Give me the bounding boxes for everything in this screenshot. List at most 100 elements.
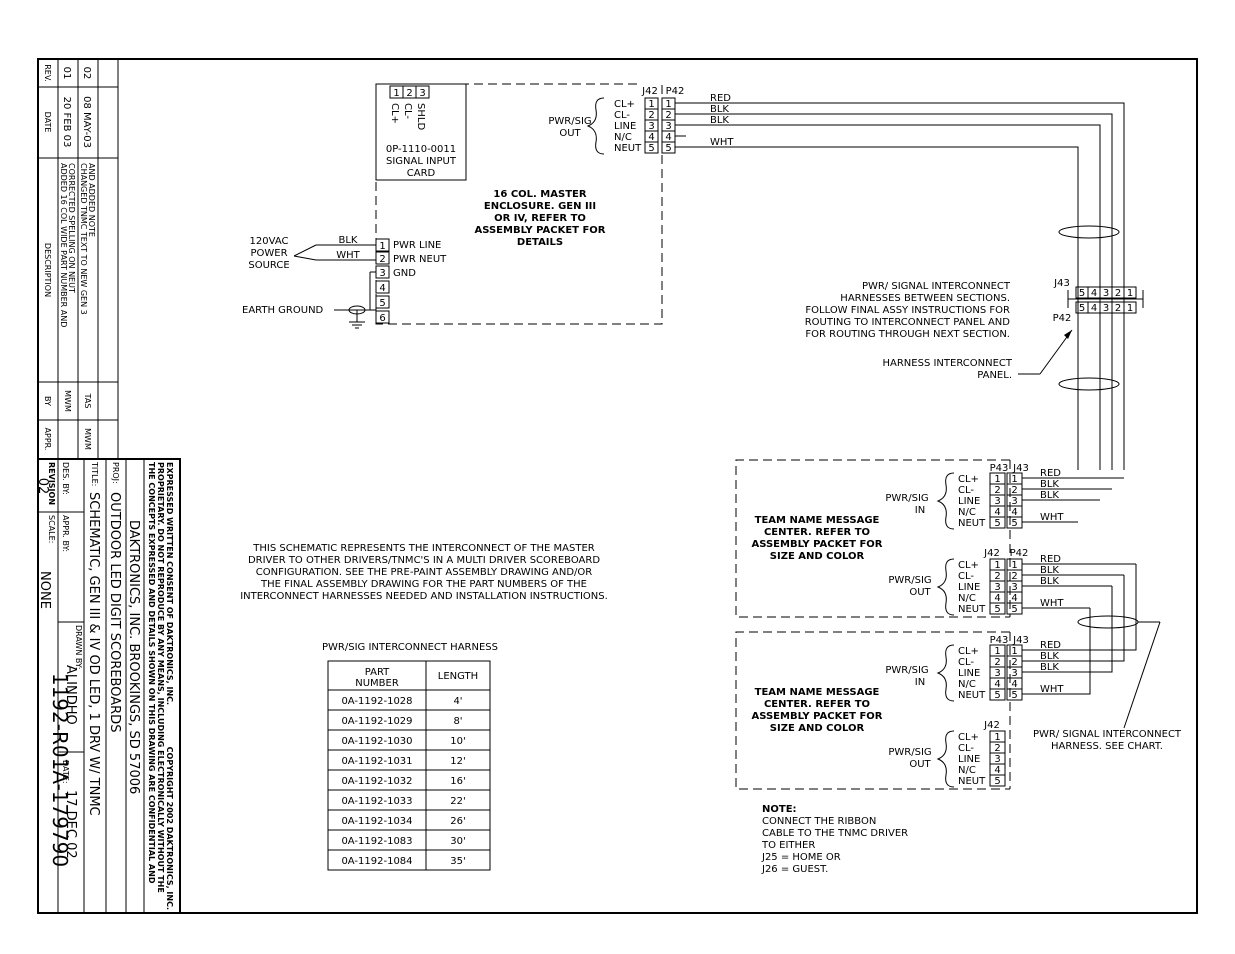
tnmc-in-wire-color-label: BLK bbox=[1040, 651, 1059, 662]
card-pin-2: 2 bbox=[406, 88, 412, 99]
master-j42-pin: 2 bbox=[648, 110, 654, 121]
power-terminal-strip: 1 2 3 4 5 6 PWR LINE PWR NEUT GND bbox=[375, 238, 447, 324]
master-signal-label: NEUT bbox=[614, 143, 642, 154]
enclosure-label-4: ASSEMBLY PACKET FOR bbox=[474, 225, 605, 236]
tnmc-out-signal-label: CL- bbox=[958, 571, 974, 582]
master-p42-pin: 3 bbox=[665, 121, 671, 132]
tnmc-p43-pin: 2 bbox=[994, 657, 1000, 668]
tnmc-j43-pin: 1 bbox=[1011, 474, 1017, 485]
power-wire-blk-label: BLK bbox=[339, 235, 358, 246]
harness-length: 16' bbox=[450, 776, 465, 787]
tnmc-pwr-sig-in-label: IN bbox=[915, 677, 925, 688]
power-source-label-1: 120VAC bbox=[250, 236, 289, 247]
description-line-5: INTERCONNECT HARNESSES NEEDED AND INSTAL… bbox=[240, 591, 608, 602]
panel-j43-pin: 5 bbox=[1079, 288, 1085, 299]
panel-j43-pin: 2 bbox=[1115, 288, 1121, 299]
tnmc-in-signal-label: LINE bbox=[958, 496, 980, 507]
tnmc-in-wire-color-label: BLK bbox=[1040, 662, 1059, 673]
tnmc-p43-label: P43 bbox=[990, 635, 1009, 646]
terminal-label-pwr-neut: PWR NEUT bbox=[393, 254, 447, 265]
company-name: DAKTRONICS, INC. BROOKINGS, SD 57006 bbox=[126, 520, 141, 794]
tnmc-j42-pin: 4 bbox=[994, 593, 1000, 604]
panel-label-1: HARNESS INTERCONNECT bbox=[882, 358, 1012, 369]
tnmc-out-wire-color-label: WHT bbox=[1040, 598, 1064, 609]
tnmc-j42-pin-box bbox=[989, 602, 1006, 615]
master-wire-color-label: RED bbox=[710, 93, 731, 104]
master-pwr-sig-out-label-2: OUT bbox=[559, 128, 581, 139]
tnmc-j42-pin: 1 bbox=[994, 732, 1000, 743]
harness-length: 8' bbox=[453, 716, 462, 727]
tnmc-p43-pin-box bbox=[989, 688, 1006, 701]
harness-part-number: 0A-1192-1083 bbox=[341, 836, 412, 847]
harness-part-number: 0A-1192-1034 bbox=[341, 816, 412, 827]
tnmc-j43-label: J43 bbox=[1012, 463, 1029, 474]
tnmc-j43-label: J43 bbox=[1012, 635, 1029, 646]
tnmc-label-line: ASSEMBLY PACKET FOR bbox=[751, 539, 882, 550]
harness-bundle-upper-icon bbox=[1058, 225, 1120, 239]
tnmc-out-signal-label: NEUT bbox=[958, 776, 986, 787]
terminal-pin-6: 6 bbox=[379, 313, 385, 324]
harness-length: 35' bbox=[450, 856, 465, 867]
title-block: THE CONCEPTS EXPRESSED AND DETAILS SHOWN… bbox=[35, 458, 181, 914]
tnmc-p43-pin: 5 bbox=[994, 690, 1000, 701]
rev-02-description-2: AND ADDED NOTE bbox=[87, 163, 96, 237]
tnmc-j43-pin: 3 bbox=[1011, 496, 1017, 507]
length-header: LENGTH bbox=[438, 671, 478, 682]
master-wire-color-label: BLK bbox=[710, 115, 729, 126]
rev-02-date: 08 MAY-03 bbox=[81, 96, 92, 148]
part-number-header-2: NUMBER bbox=[355, 678, 399, 689]
harness-part-number: 0A-1192-1028 bbox=[341, 696, 412, 707]
tnmc-p42-pin: 3 bbox=[1011, 582, 1017, 593]
harness-part-number: 0A-1192-1032 bbox=[341, 776, 412, 787]
master-p42-pin: 5 bbox=[665, 143, 671, 154]
panel-p42-pin: 2 bbox=[1115, 303, 1121, 314]
terminal-pin-3: 3 bbox=[379, 268, 385, 279]
tnmc-in-signal-label: LINE bbox=[958, 668, 980, 679]
chart-note-line-2: HARNESS. SEE CHART. bbox=[1051, 741, 1163, 752]
note-line-4: J25 = HOME OR bbox=[761, 852, 841, 863]
power-source-label-2: POWER bbox=[250, 248, 287, 259]
drawn-by-value: ALINDHO bbox=[63, 665, 78, 725]
harness-length: 22' bbox=[450, 796, 465, 807]
terminal-pin-4: 4 bbox=[379, 283, 385, 294]
tnmc-p43-pin: 4 bbox=[994, 679, 1000, 690]
master-j42-pin: 1 bbox=[648, 99, 654, 110]
card-pin-3: 3 bbox=[419, 88, 425, 99]
tnmc-j42-pin: 3 bbox=[994, 582, 1000, 593]
harness-length: 30' bbox=[450, 836, 465, 847]
interconnect-wire bbox=[675, 146, 1079, 470]
master-j42-pin: 5 bbox=[648, 143, 654, 154]
revision-label: REVISION bbox=[47, 462, 56, 505]
date-header: DATE bbox=[43, 112, 52, 133]
panel-p42-pin: 4 bbox=[1091, 303, 1097, 314]
tnmc-p42-pin: 5 bbox=[1011, 604, 1017, 615]
rev-02-number: 02 bbox=[81, 67, 92, 80]
tnmc-j42-pin: 4 bbox=[994, 765, 1000, 776]
tnmc-p43-pin-box bbox=[989, 516, 1006, 529]
tnmc-in-signal-label: N/C bbox=[958, 507, 976, 518]
tnmc-pwr-sig-out-label: PWR/SIG bbox=[888, 575, 931, 586]
harness-length: 4' bbox=[453, 696, 462, 707]
card-name-1: SIGNAL INPUT bbox=[386, 156, 457, 167]
harness-part-number: 0A-1192-1029 bbox=[341, 716, 412, 727]
tnmc-p42-label: P42 bbox=[1010, 548, 1029, 559]
rev-02-description-1: CHANGED TNMC TEXT TO NEW GEN 3 bbox=[79, 163, 88, 315]
tnmc-in-wire-color-label: WHT bbox=[1040, 684, 1064, 695]
card-part-number: 0P-1110-0011 bbox=[386, 144, 456, 155]
harness-part-number: 0A-1192-1030 bbox=[341, 736, 412, 747]
tnmc-in-wire-color-label: WHT bbox=[1040, 512, 1064, 523]
by-header: BY bbox=[43, 396, 52, 406]
note-block: NOTE: CONNECT THE RIBBON CABLE TO THE TN… bbox=[761, 804, 908, 875]
card-pin-1: 1 bbox=[393, 88, 399, 99]
rev-02-by: TAS bbox=[83, 393, 92, 409]
card-name-2: CARD bbox=[407, 168, 436, 179]
enclosure-label-2: ENCLOSURE. GEN III bbox=[484, 201, 596, 212]
tnmc-in-signal-label: NEUT bbox=[958, 690, 986, 701]
panel-p42-pin: 3 bbox=[1103, 303, 1109, 314]
master-wire-color-label: BLK bbox=[710, 104, 729, 115]
schematic-description: THIS SCHEMATIC REPRESENTS THE INTERCONNE… bbox=[240, 543, 608, 602]
tnmc-label-line: CENTER. REFER TO bbox=[764, 527, 870, 538]
